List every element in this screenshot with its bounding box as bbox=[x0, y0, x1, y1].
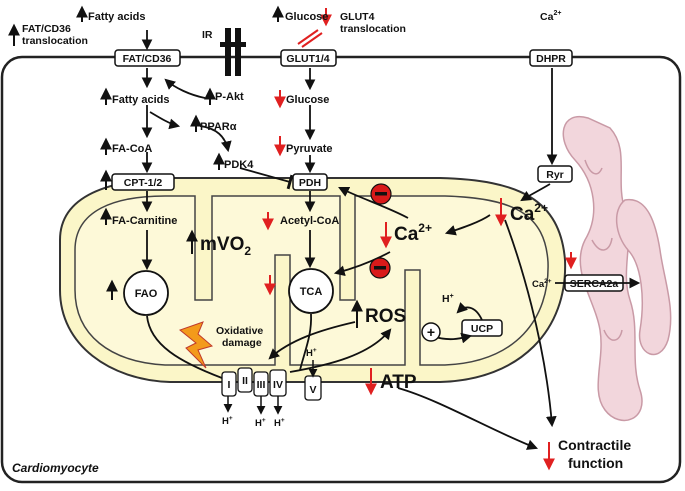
label-ca-mito: Ca2+ bbox=[394, 221, 432, 245]
label-pyruvate: Pyruvate bbox=[286, 143, 332, 155]
ryr-box bbox=[537, 165, 573, 183]
decrease-arrows bbox=[262, 8, 577, 471]
label-mvo2: mVO2 bbox=[200, 234, 251, 258]
fat-cd36-label: FAT/CD36 bbox=[123, 53, 172, 65]
label-serca-ca: Ca2+ bbox=[532, 278, 552, 290]
fao-label: FAO bbox=[135, 288, 158, 300]
pathway-arrows bbox=[141, 30, 641, 450]
tca-circle bbox=[288, 268, 334, 314]
label-ppara: PPARα bbox=[200, 121, 237, 133]
plus-sign: + bbox=[427, 324, 435, 340]
label-oxidative-2: damage bbox=[222, 337, 262, 349]
dhpr-label: DHPR bbox=[536, 53, 566, 65]
label-acetyl-coa: Acetyl-CoA bbox=[280, 215, 339, 227]
tca-label: TCA bbox=[300, 286, 323, 298]
ryr-label: Ryr bbox=[546, 169, 564, 181]
ucp-label: UCP bbox=[471, 323, 493, 335]
label-h-plus-ucp: H+ bbox=[442, 293, 454, 305]
lightning-icon bbox=[178, 321, 214, 369]
label-glucose-in: Glucose bbox=[286, 94, 329, 106]
label-h-plus-3: H+ bbox=[255, 417, 266, 429]
label-glut4-translocation-2: translocation bbox=[340, 23, 406, 35]
label-ros: ROS bbox=[365, 306, 406, 327]
label-cardiomyocyte: Cardiomyocyte bbox=[12, 461, 99, 475]
glut14-box bbox=[280, 49, 337, 67]
label-contractile-1: Contractile bbox=[558, 437, 631, 453]
label-ca-cytosol: Ca2+ bbox=[510, 201, 548, 225]
plus-circle bbox=[421, 322, 441, 342]
cpt-box bbox=[111, 173, 175, 191]
complex-1-label: I bbox=[228, 379, 231, 391]
increase-arrows bbox=[7, 5, 363, 328]
pdh-label: PDH bbox=[299, 177, 321, 189]
label-h-plus-1: H+ bbox=[222, 415, 233, 427]
cpt-label: CPT-1/2 bbox=[124, 177, 163, 189]
label-fa-carnitine: FA-Carnitine bbox=[112, 215, 177, 227]
dhpr-box bbox=[529, 49, 573, 67]
glut14-label: GLUT1/4 bbox=[286, 53, 329, 65]
electron-transport-chain bbox=[221, 367, 322, 401]
fao-circle bbox=[123, 270, 169, 316]
complex-2-label: II bbox=[242, 375, 248, 387]
label-fat-cd36-translocation-1: FAT/CD36 bbox=[22, 23, 71, 35]
cell-membrane bbox=[0, 55, 682, 484]
complex-4-label: IV bbox=[273, 379, 283, 391]
glut-blocked-marks bbox=[297, 29, 323, 48]
label-fat-cd36-translocation-2: translocation bbox=[22, 35, 88, 47]
label-glut4-translocation-1: GLUT4 bbox=[340, 11, 375, 23]
label-p-akt: P-Akt bbox=[215, 91, 244, 103]
label-pdk4: PDK4 bbox=[224, 159, 254, 171]
complex-5-label: V bbox=[309, 384, 316, 396]
label-ir: IR bbox=[202, 29, 213, 41]
label-oxidative-1: Oxidative bbox=[216, 325, 263, 337]
label-atp: ATP bbox=[380, 372, 417, 393]
label-fa-coa: FA-CoA bbox=[112, 143, 152, 155]
label-fatty-acids-top: Fatty acids bbox=[88, 11, 145, 23]
complex-3-label: III bbox=[257, 379, 266, 391]
label-fatty-acids-in: Fatty acids bbox=[112, 94, 169, 106]
label-contractile-2: function bbox=[568, 455, 623, 471]
serca-label: SERCA2a bbox=[570, 278, 619, 290]
insulin-receptor bbox=[220, 28, 246, 76]
label-glucose-top: Glucose bbox=[285, 11, 328, 23]
label-h-plus-v: H+ bbox=[306, 347, 317, 359]
label-h-plus-4: H+ bbox=[274, 417, 285, 429]
label-ca-top: Ca2+ bbox=[540, 10, 561, 23]
sarcoplasmic-reticulum bbox=[562, 115, 672, 421]
